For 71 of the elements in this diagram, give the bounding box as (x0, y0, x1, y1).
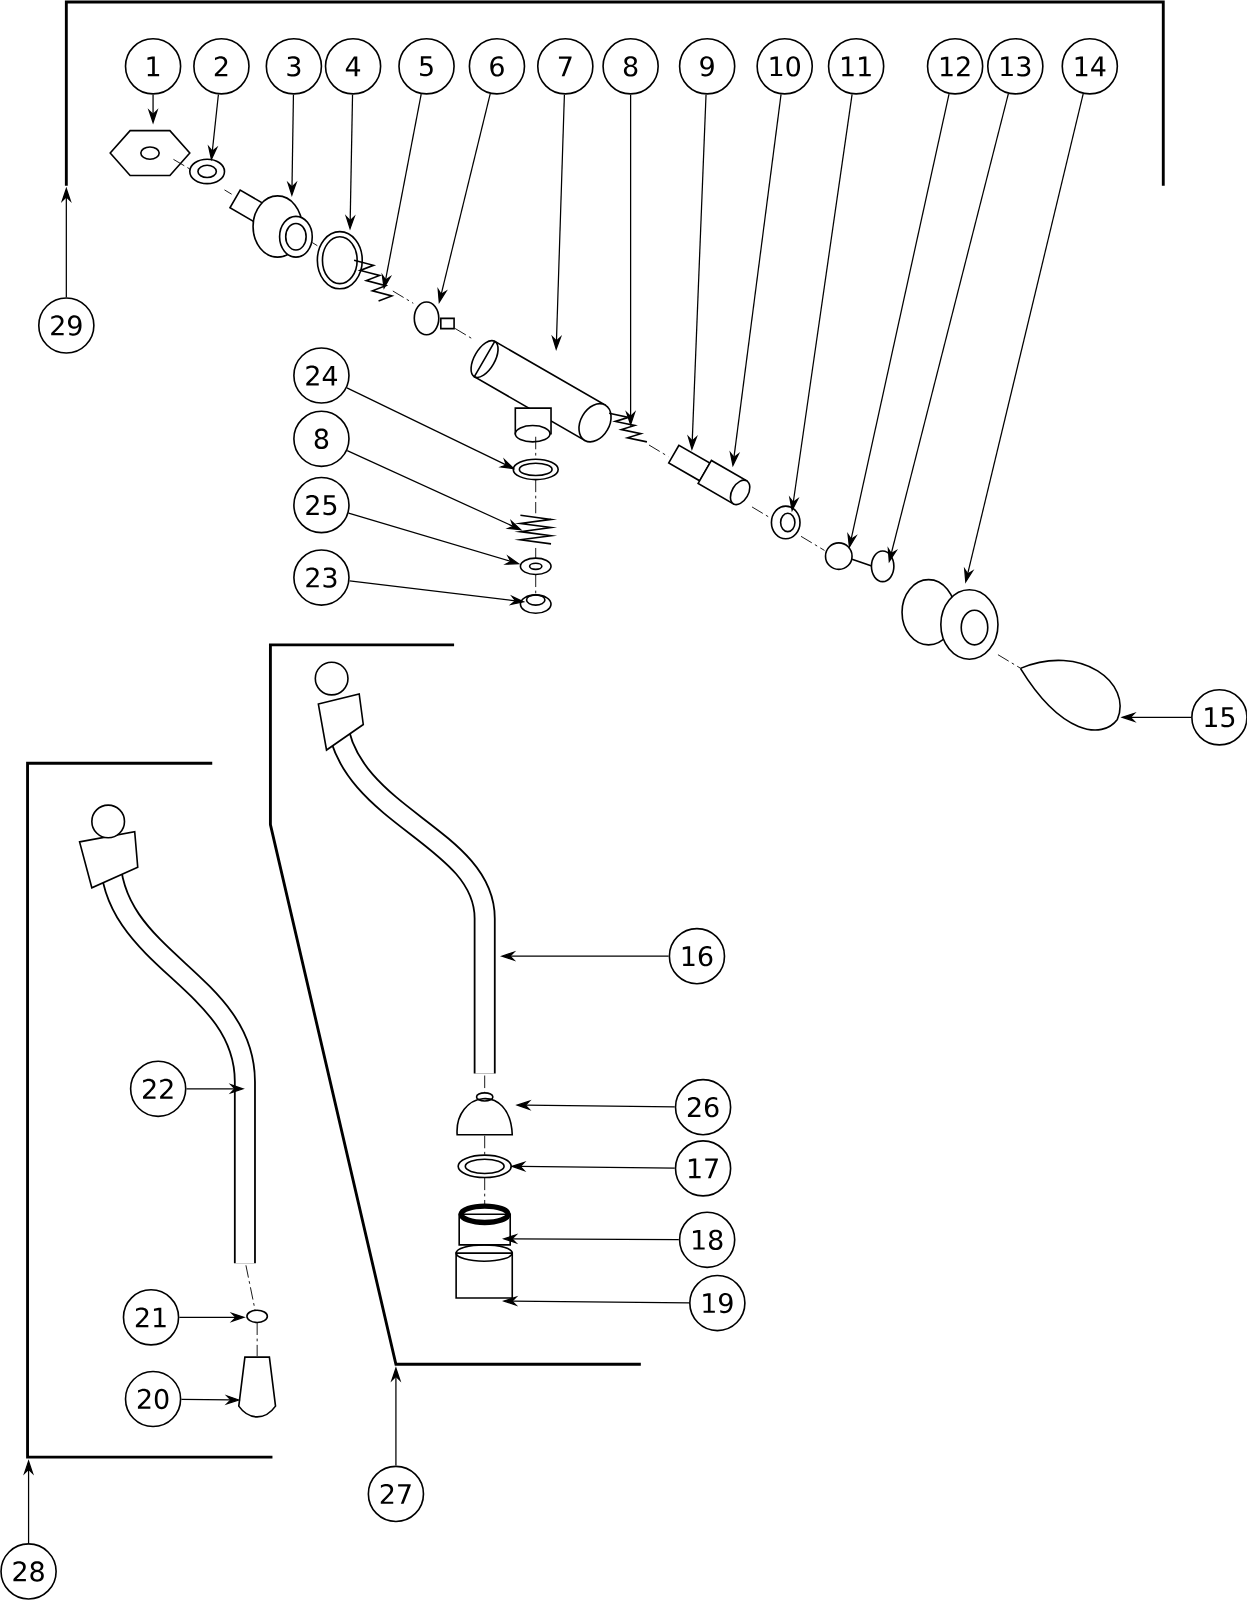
nozzle-cap (456, 1092, 514, 1136)
callout-number: 13 (987, 38, 1044, 95)
callout-number: 25 (293, 476, 350, 534)
centre-line (224, 189, 233, 195)
centre-line (484, 1075, 486, 1093)
centre-line (245, 1264, 256, 1311)
spring (514, 514, 558, 545)
centre-line (256, 1322, 258, 1357)
centre-line (392, 290, 414, 304)
callout-number: 1 (124, 38, 182, 95)
washer (457, 1154, 513, 1179)
callout-number: 26 (674, 1078, 732, 1136)
callout-number: 29 (38, 297, 95, 354)
threaded-fitting (228, 189, 314, 258)
callout-number: 27 (367, 1465, 425, 1523)
callout-number: 6 (468, 38, 526, 95)
callout-number: 15 (1191, 689, 1247, 746)
aerator-housing (455, 1244, 514, 1299)
spout-tube (314, 661, 496, 1074)
callout-number: 14 (1061, 38, 1119, 95)
centre-line (484, 1177, 486, 1207)
sleeve (667, 444, 751, 506)
callout-number: 2 (193, 38, 250, 95)
centre-line (484, 1135, 486, 1156)
knob (1019, 659, 1121, 731)
callout-number: 16 (668, 927, 726, 985)
centre-line (535, 547, 537, 559)
callout-number: 4 (324, 38, 382, 95)
ring (770, 505, 801, 540)
centre-line (800, 535, 825, 551)
callout-number: 12 (926, 38, 984, 95)
centre-line (997, 654, 1021, 669)
washer (189, 158, 226, 185)
callout-number: 18 (678, 1211, 736, 1269)
callout-number: 23 (293, 549, 350, 606)
callout-number: 9 (678, 38, 736, 95)
callout-number: 21 (122, 1289, 180, 1346)
o-ring (316, 230, 364, 290)
callout-number: 11 (827, 38, 885, 95)
callout-number: 8 (602, 38, 659, 95)
centre-line (535, 574, 537, 595)
callout-number: 24 (293, 347, 350, 404)
centre-line (454, 328, 472, 339)
spout-tube (78, 804, 256, 1264)
spring (608, 412, 648, 443)
callout-number: 28 (0, 1543, 57, 1600)
callout-number: 3 (265, 38, 323, 95)
centre-line (535, 479, 537, 514)
ball-valve (824, 542, 895, 583)
callout-number: 10 (756, 38, 814, 95)
nozzle-tip (238, 1356, 277, 1418)
seal-ring (512, 458, 559, 481)
seat-ring (519, 594, 552, 615)
centre-line (648, 444, 669, 458)
callout-number: 5 (398, 38, 455, 95)
hex-nut (109, 129, 191, 177)
pin (413, 301, 455, 336)
valve-body (470, 339, 612, 443)
centre-line (751, 506, 772, 520)
centre-line (311, 242, 318, 247)
callout-number: 17 (674, 1140, 732, 1197)
small-o-ring (246, 1309, 269, 1324)
callout-number: 19 (689, 1274, 746, 1332)
callout-number: 8 (293, 410, 350, 468)
callout-number: 20 (124, 1370, 182, 1428)
spring (353, 259, 395, 302)
cap-nut (901, 578, 999, 660)
callout-number: 7 (537, 38, 594, 95)
centre-line (173, 158, 191, 170)
washer (519, 557, 552, 576)
aerator (458, 1203, 512, 1246)
